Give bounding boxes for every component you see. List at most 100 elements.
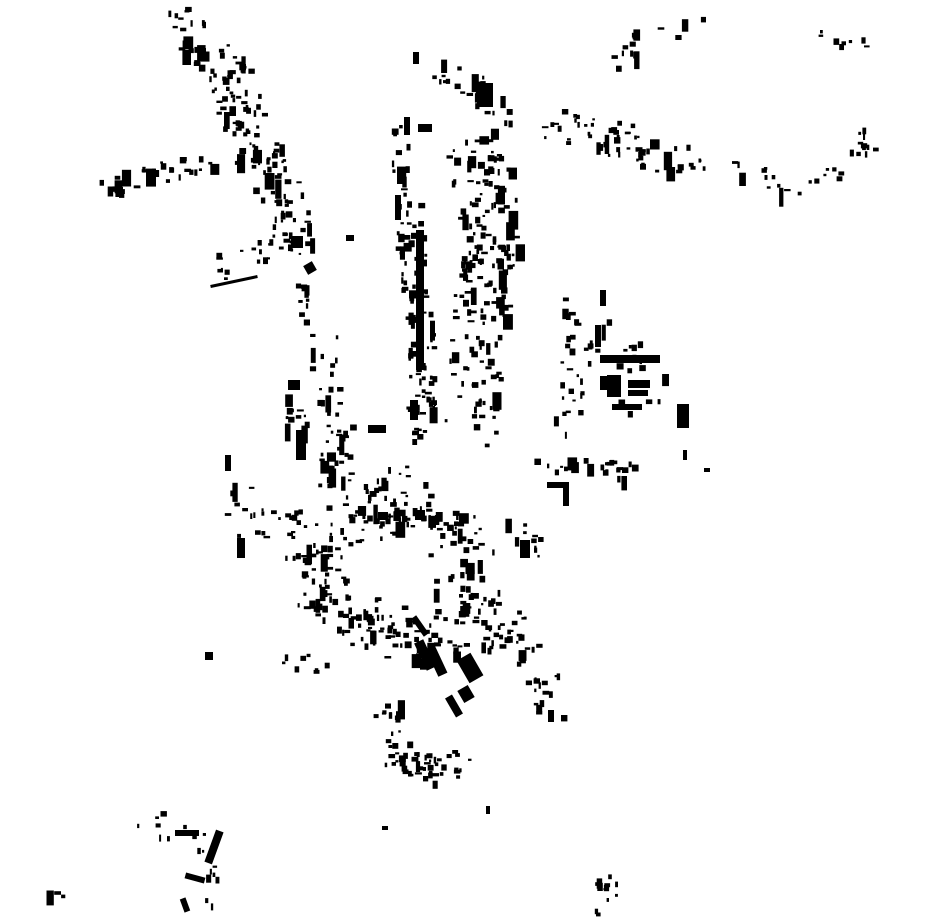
building	[376, 614, 380, 621]
building	[663, 151, 673, 171]
building	[430, 415, 434, 422]
building	[674, 146, 678, 152]
building	[299, 312, 305, 317]
building	[320, 460, 330, 474]
building	[639, 365, 646, 372]
building	[250, 513, 253, 519]
building	[418, 124, 432, 132]
building	[557, 125, 562, 132]
building	[410, 400, 418, 420]
building	[341, 476, 346, 491]
building	[485, 625, 493, 630]
building	[391, 160, 395, 168]
building	[588, 134, 593, 139]
building	[618, 151, 621, 158]
building	[261, 531, 266, 536]
building	[227, 70, 233, 80]
building	[479, 575, 486, 583]
building	[325, 395, 332, 413]
building	[327, 411, 331, 416]
building	[302, 557, 308, 563]
building	[506, 253, 511, 261]
building	[405, 166, 410, 173]
building	[467, 266, 473, 273]
building	[237, 533, 241, 538]
building	[330, 522, 333, 527]
building	[458, 216, 463, 220]
building	[465, 280, 473, 283]
building	[414, 772, 422, 775]
building	[432, 376, 438, 383]
building	[451, 352, 460, 364]
building	[428, 553, 434, 558]
building	[167, 836, 170, 842]
building	[451, 373, 457, 376]
building	[470, 289, 473, 293]
building	[190, 20, 193, 27]
building	[627, 411, 633, 418]
building	[491, 598, 496, 604]
building	[330, 430, 334, 434]
building	[296, 181, 302, 184]
building	[628, 345, 632, 349]
building	[388, 635, 396, 638]
building	[491, 150, 494, 154]
building	[210, 68, 215, 74]
building	[492, 110, 495, 116]
building	[237, 154, 246, 174]
building	[363, 609, 366, 615]
building	[319, 458, 325, 462]
building	[318, 551, 323, 554]
building	[304, 560, 312, 566]
building	[424, 754, 427, 761]
building	[159, 834, 162, 842]
building	[394, 507, 400, 514]
building	[433, 588, 440, 603]
building	[410, 299, 414, 304]
building	[427, 764, 434, 771]
building	[475, 401, 482, 407]
building	[391, 762, 396, 766]
building	[263, 170, 266, 175]
building	[230, 94, 236, 98]
building	[470, 287, 477, 305]
building	[485, 366, 492, 370]
building	[832, 167, 837, 172]
building	[344, 581, 348, 586]
building	[600, 355, 660, 363]
building	[481, 642, 486, 654]
building	[212, 865, 218, 868]
building	[395, 521, 406, 538]
building	[533, 702, 539, 706]
building	[454, 157, 462, 166]
building	[343, 613, 350, 618]
building	[460, 585, 466, 592]
building	[613, 130, 619, 135]
building	[561, 396, 565, 400]
building	[453, 179, 457, 185]
building	[391, 731, 394, 736]
building	[146, 168, 156, 187]
building	[428, 311, 434, 318]
building	[232, 56, 238, 59]
building	[388, 754, 396, 759]
building	[348, 542, 354, 547]
building	[488, 139, 494, 143]
building	[313, 543, 316, 548]
building	[343, 578, 350, 584]
building	[334, 460, 339, 466]
building	[544, 136, 547, 140]
building	[235, 127, 242, 131]
building	[232, 98, 236, 103]
building	[464, 291, 472, 294]
building	[391, 622, 395, 626]
building	[401, 525, 404, 530]
building	[395, 752, 400, 755]
building	[616, 147, 621, 153]
building	[457, 395, 463, 398]
building	[519, 659, 526, 664]
building	[476, 244, 483, 251]
building	[296, 430, 306, 460]
building	[256, 259, 261, 264]
building	[291, 514, 298, 521]
